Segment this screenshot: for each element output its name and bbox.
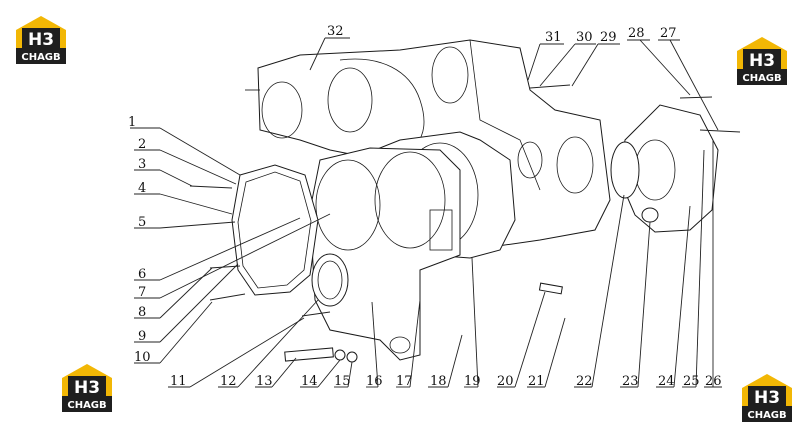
callout-6: 6 [138,267,146,282]
callout-30: 30 [576,30,593,45]
svg-text:H3: H3 [754,388,780,408]
pto-cover [610,104,719,233]
callout-18: 18 [430,374,447,389]
svg-text:CHAGB: CHAGB [67,400,106,411]
callout-22: 22 [576,374,593,389]
callout-20: 20 [497,374,514,389]
callout-13: 13 [256,374,273,389]
callout-11: 11 [170,374,187,389]
bolts [189,84,741,363]
oil-seal [311,253,349,307]
brand-logo-bottom-right: H3 CHAGB [738,372,796,424]
callout-32: 32 [327,24,344,39]
brand-logo-top-left: H3 CHAGB [12,14,70,66]
callout-9: 9 [138,329,146,344]
callout-19: 19 [464,374,481,389]
callout-8: 8 [138,305,146,320]
callout-25: 25 [683,374,700,389]
front-housing [309,147,461,361]
callout-23: 23 [622,374,639,389]
callout-4: 4 [138,181,146,196]
brand-logo-top-right: H3 CHAGB [733,35,791,87]
callout-15: 15 [334,374,351,389]
callout-12: 12 [220,374,237,389]
callout-1: 1 [128,115,136,130]
svg-text:CHAGB: CHAGB [747,410,786,421]
callout-16: 16 [366,374,383,389]
callout-28: 28 [628,26,645,41]
brand-logo-bottom-left: H3 CHAGB [58,362,116,414]
svg-text:CHAGB: CHAGB [742,73,781,84]
callout-27: 27 [660,26,677,41]
svg-text:H3: H3 [74,378,100,398]
svg-text:H3: H3 [28,30,54,50]
callout-21: 21 [528,374,545,389]
front-cover [231,164,319,296]
leader-lines [130,37,722,388]
callout-31: 31 [545,30,562,45]
svg-text:CHAGB: CHAGB [21,52,60,63]
callout-26: 26 [705,374,722,389]
callout-labels: 1 2 3 4 5 6 7 8 9 10 11 12 13 14 15 16 1… [128,24,722,389]
callout-17: 17 [396,374,413,389]
callout-29: 29 [600,30,617,45]
callout-2: 2 [138,137,146,152]
callout-24: 24 [658,374,675,389]
callout-14: 14 [301,374,318,389]
svg-text:H3: H3 [749,51,775,71]
callout-7: 7 [138,285,146,300]
callout-5: 5 [138,215,146,230]
callout-10: 10 [134,350,151,365]
callout-3: 3 [138,157,146,172]
